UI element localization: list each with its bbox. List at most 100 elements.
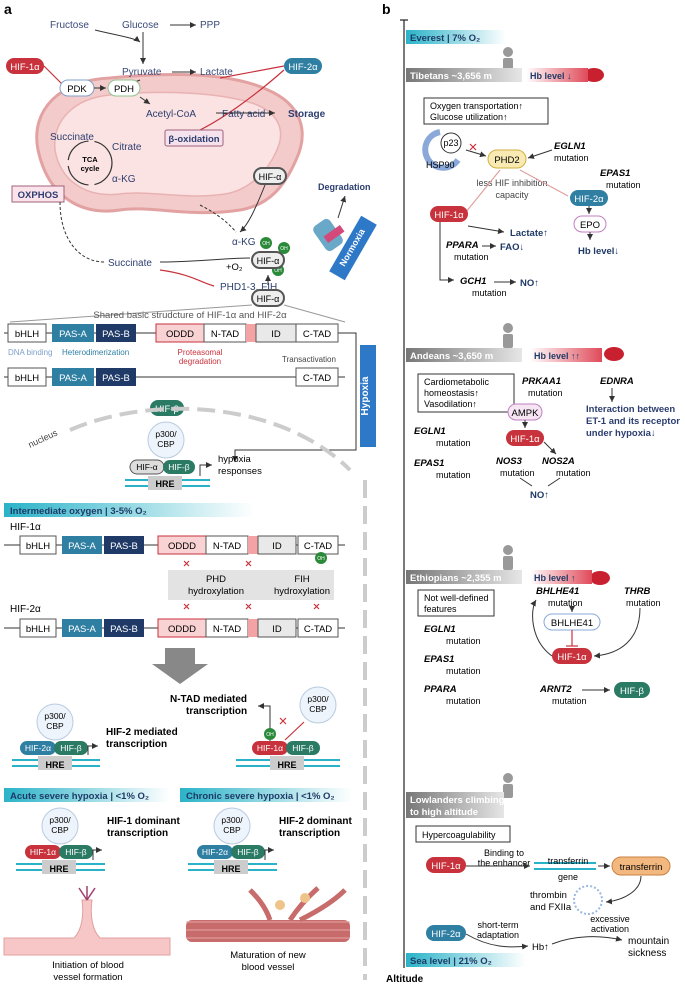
phd2-label: PHD2 [494,155,519,166]
hif-a-complex-top: HIF-α [136,462,158,472]
panel-b-label: b [382,1,391,17]
lowlanders-hif2a: HIF-2α [431,929,461,940]
ethiopians-egln1: EGLN1 [424,624,456,635]
pas-a-4: PAS-A [68,624,96,635]
ethiopians-ppara-mutation: mutation [446,696,481,706]
pdh-label: PDH [114,84,134,95]
acetyl-coa-label: Acetyl-CoA [146,109,196,120]
normoxia-banner [329,215,377,281]
oh-int-right: OH [266,732,274,738]
p300-chronic: p300/ [221,815,243,825]
bhlh-1: bHLH [15,329,39,340]
pdk-label: PDK [67,84,87,95]
ntad-1: N-TAD [211,329,239,340]
hif1a-pill-top [6,58,44,74]
lowlanders-title-1: Lowlanders climbing [410,795,505,806]
oxphos-box [11,185,65,203]
andeans-banner [406,348,522,362]
complex-chronic [188,807,277,874]
hif-a-top-label: HIF-α [259,172,282,182]
ethiopians-arnt2: ARNT2 [539,684,572,695]
hre-int-right: HRE [277,760,296,770]
down-arrow-big [152,648,208,684]
lactate-label: Lactate [200,67,233,78]
andeans-epas1: EPAS1 [414,458,444,469]
ethiopians-thrb-mutation: mutation [626,598,661,608]
lowlanders-hb: Hb↑ [532,942,549,953]
andeans-box-3: Vasodilation↑ [424,399,477,409]
domain-row-2 [7,367,339,387]
bhlh-4: bHLH [26,624,50,635]
ctad-3: C-TAD [304,541,332,552]
p300-int-right: p300/ [307,694,329,704]
pas-a-1: PAS-A [59,329,87,340]
transferrin-pill [611,856,671,876]
hif1a-inhibit-line [43,65,63,85]
tibetans-hif2a-pill [570,190,608,206]
transactivation-label: Transactivation [282,355,336,364]
hif-a-mid-pill [251,251,285,269]
cbp-chronic: CBP [223,825,241,835]
id-1: ID [271,329,281,340]
nuclear-envelope [69,406,352,472]
chronic-banner-label: Chronic severe hypoxia | <1% O₂ [186,791,335,802]
hif2-dominant-1: HIF-2 dominant [279,816,352,827]
beta-ox-label: β-oxidation [168,134,219,145]
short-term-1: short-term [477,920,518,930]
complex-top [125,421,210,490]
ethiopians-bhlhe41-mutation: mutation [548,598,583,608]
storage-label: Storage [288,109,326,120]
hif-b-pill [150,400,184,416]
chronic-banner [180,788,352,802]
oh-label-1: OH [262,241,270,247]
ethiopians-hif-b: HIF-β [620,686,644,697]
tibetans-hb: Hb level ↓ [530,71,572,81]
tibetans-egln1-mutation: mutation [554,153,589,163]
everest-banner [406,30,506,44]
fatty-acid-label: Fatty acid [222,109,265,120]
ethiopians-hif1a: HIF-1α [557,652,587,663]
tca-label: TCA [82,155,98,164]
tibetans-hb-down: Hb level↓ [578,246,619,257]
cycle-label: cycle [81,164,100,173]
ppp-label: PPP [200,20,220,31]
vessel-sprout-illustration [3,886,171,956]
pdh-pill [107,79,141,97]
transferrin-gene-2: gene [558,872,578,882]
beta-ox-box [164,129,224,147]
tibetans-hb-banner [526,68,588,82]
fih-hydroxylation-1: FIH [294,574,309,585]
cbp-int-left: CBP [46,721,64,731]
fih-hydroxylation-box [270,570,334,600]
oh-label-3: OH [274,268,282,274]
hre-acute: HRE [49,864,68,874]
ethiopians-epas1-mutation: mutation [446,666,481,676]
interaction-3: under hypoxia↓ [586,428,656,439]
tibetans-lactate: Lactate↑ [510,228,548,239]
hypoxia-responses-2: responses [218,466,262,477]
intermediate-banner [4,503,254,517]
ethiopians-feature-box [417,589,495,617]
fructose-label: Fructose [50,20,89,31]
p23-label: p23 [443,138,458,148]
ethiopians-hb: Hb level ↑ [534,573,576,583]
tibetans-hif1a-pill [430,206,468,222]
initiation-caption-1: Initiation of blood [52,960,124,971]
andeans-nos2a: NOS2A [542,456,575,467]
ethiopians-box-1: Not well-defined [424,593,489,603]
andeans-feature-box [417,373,515,413]
complex-acute [16,807,105,874]
o2-label: +O₂ [226,262,243,273]
transferrin-label: transferrin [620,862,663,873]
interaction-1: Interaction between [586,404,675,415]
less-hif-2: capacity [495,190,529,200]
intermediate-hif2a-title: HIF-2α [10,604,41,615]
andeans-prkaa1: PRKAA1 [522,376,561,387]
short-term-2: adaptation [477,930,519,940]
sea-level-label: Sea level | 21% O₂ [410,956,492,967]
transferrin-gene-1: transferrin [548,856,589,866]
hif-b-acute: HIF-β [65,847,87,857]
ntad-4: N-TAD [213,624,241,635]
p300-acute: p300/ [49,815,71,825]
andeans-ednra: EDNRA [600,376,634,387]
